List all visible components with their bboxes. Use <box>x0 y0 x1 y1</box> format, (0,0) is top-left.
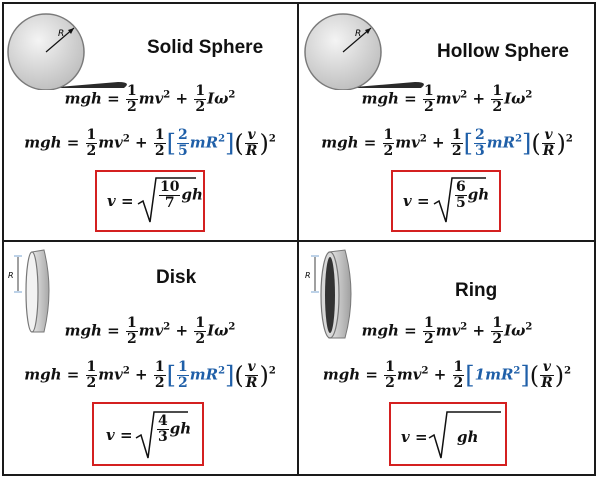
result-box <box>389 402 507 466</box>
inertia-term: 1mR <box>474 365 514 384</box>
sphere-shadow <box>343 82 424 88</box>
panel-title: Hollow Sphere <box>437 41 569 62</box>
panel-title: Solid Sphere <box>147 37 264 58</box>
ring-hole <box>325 257 335 333</box>
square-root-sign <box>137 177 196 223</box>
figure-grid <box>2 2 596 476</box>
radius-label: R <box>58 29 64 39</box>
vertical-divider <box>297 2 299 476</box>
result-box <box>92 402 204 466</box>
inertia-term: mR <box>189 365 219 384</box>
disk-face <box>25 251 39 333</box>
radius-arrowhead <box>365 28 371 34</box>
solid-sphere-illustration: R <box>7 13 127 90</box>
result-lhs: v = <box>107 192 134 210</box>
radius-arrow <box>45 27 75 53</box>
radius-label: R <box>305 271 311 280</box>
result-lhs: v = <box>403 192 430 210</box>
sphere-shadow <box>46 82 127 88</box>
radius-arrowhead <box>68 28 74 34</box>
disk-illustration: R <box>8 249 50 333</box>
panel-title: Ring <box>455 280 498 301</box>
horizontal-divider <box>2 240 596 242</box>
result-box <box>95 170 205 232</box>
inertia-term: mR <box>189 133 219 152</box>
inertia-term: mR <box>486 133 516 152</box>
result-tail: gh <box>457 428 479 446</box>
panel-title: Disk <box>156 267 197 288</box>
eq-lhs: mgh = <box>64 89 120 108</box>
ring-illustration: R <box>305 249 352 339</box>
square-root-sign <box>433 177 486 223</box>
square-root-sign <box>428 411 501 459</box>
radius-label: R <box>355 29 361 39</box>
radius-arrow <box>342 27 372 53</box>
result-box <box>391 170 501 232</box>
hollow-sphere-illustration: R <box>304 13 424 90</box>
result-lhs: v = <box>401 428 428 446</box>
result-lhs: v = <box>106 426 133 444</box>
radius-label: R <box>8 271 14 280</box>
square-root-sign <box>135 411 188 459</box>
